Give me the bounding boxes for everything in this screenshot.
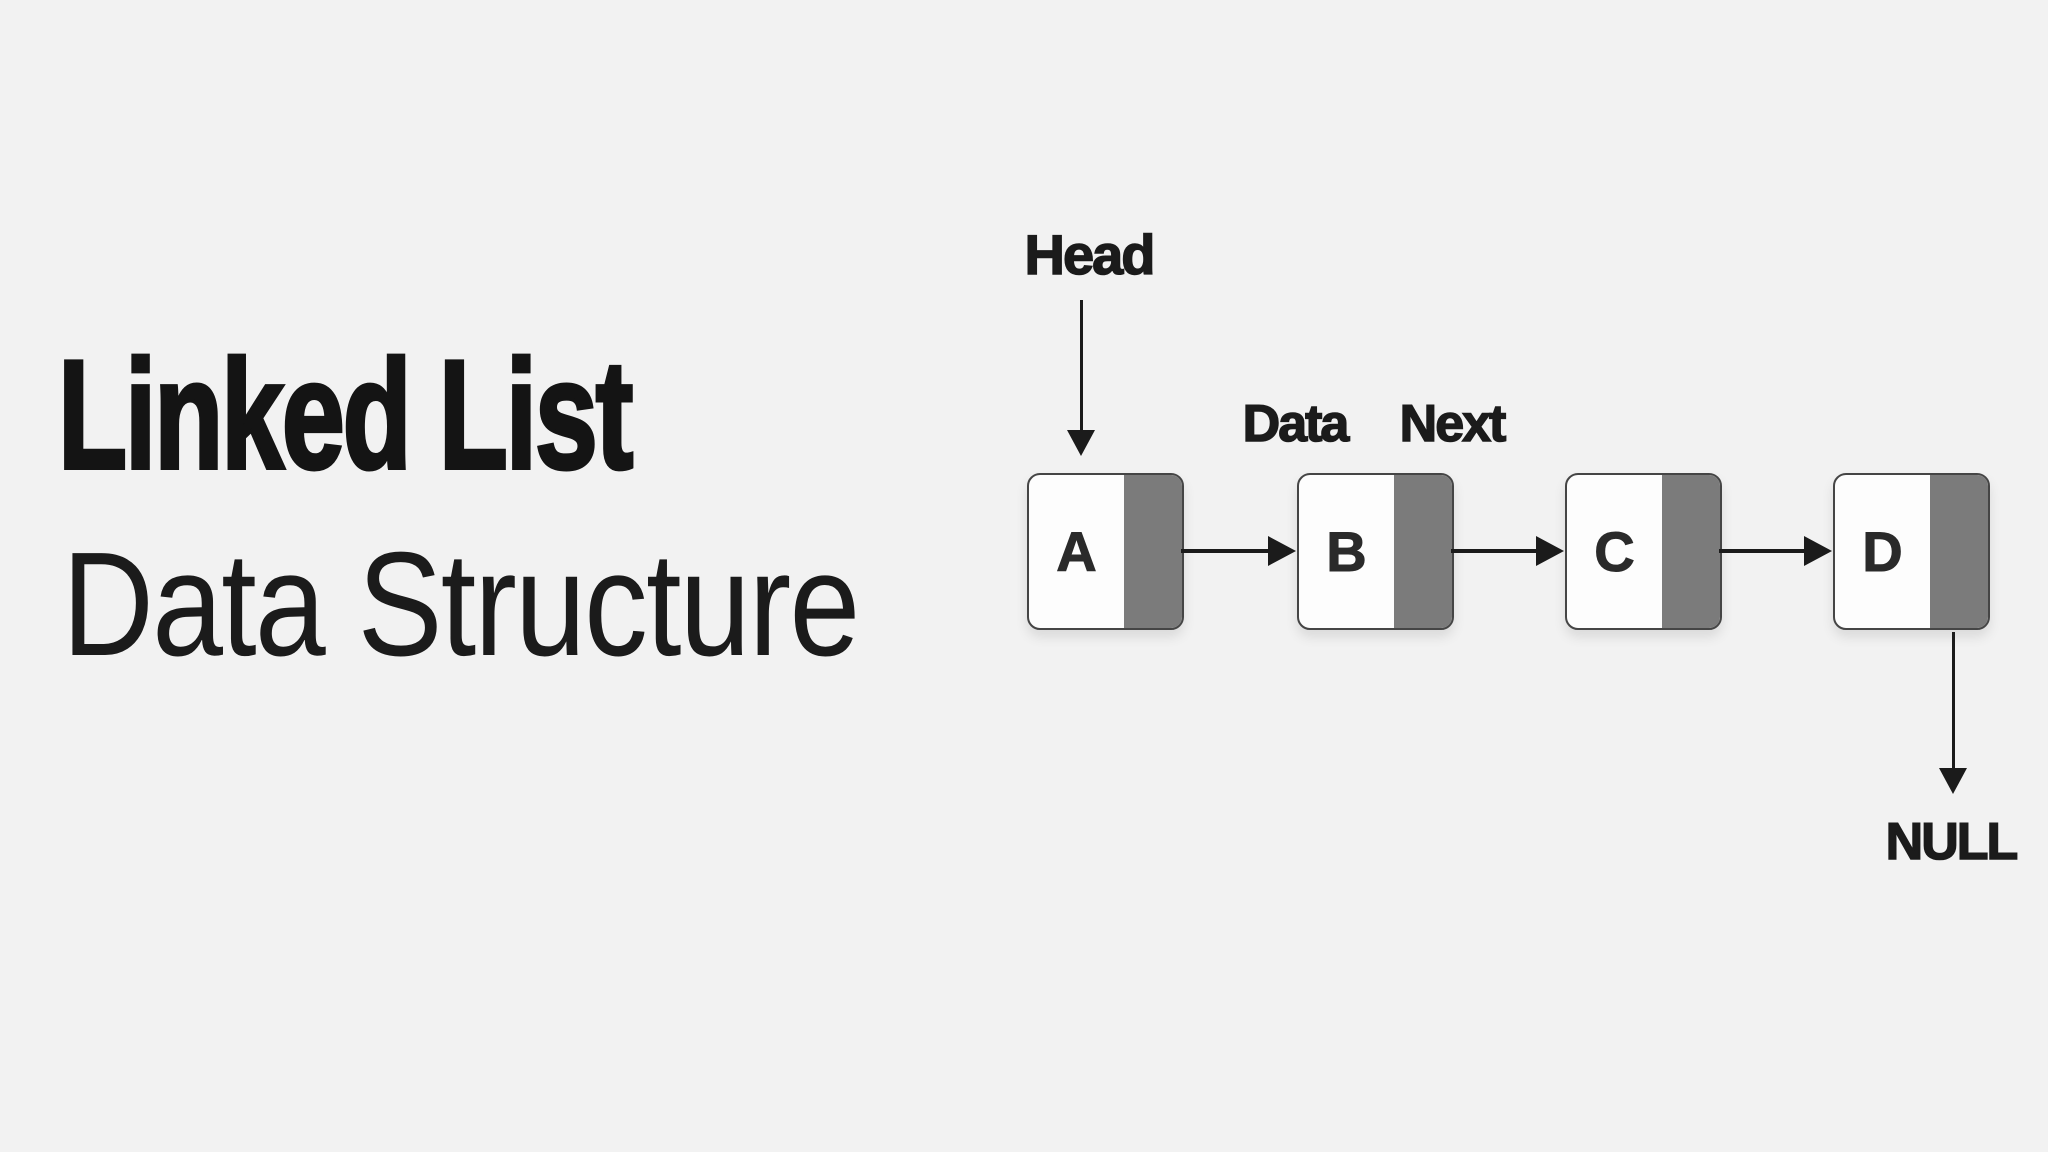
head-pointer-label: Head — [1024, 223, 1156, 286]
node-c-pointer-cell — [1662, 475, 1720, 628]
node-b-data-cell: B — [1299, 475, 1394, 628]
node-d-value: D — [1862, 520, 1903, 584]
node-a-data-cell: A — [1029, 475, 1124, 628]
arrow-d-to-null-line — [1952, 632, 1955, 770]
next-field-label: Next — [1399, 395, 1507, 454]
arrow-c-to-d-arrowhead-icon — [1804, 536, 1832, 566]
arrow-d-to-null-arrowhead-icon — [1939, 768, 1967, 794]
node-b-pointer-cell — [1394, 475, 1452, 628]
null-terminator-label: NULL — [1885, 813, 2019, 872]
arrow-a-to-b-arrowhead-icon — [1268, 536, 1296, 566]
node-c-value: C — [1594, 520, 1635, 584]
arrow-b-to-c-line — [1451, 549, 1541, 553]
arrow-a-to-b-line — [1181, 549, 1273, 553]
node-d-pointer-cell — [1930, 475, 1988, 628]
node-a-pointer-cell — [1124, 475, 1182, 628]
list-node-d: D — [1833, 473, 1990, 630]
node-c-data-cell: C — [1567, 475, 1662, 628]
node-a-value: A — [1056, 520, 1097, 584]
node-d-data-cell: D — [1835, 475, 1930, 628]
page-title-line2: Data Structure — [62, 522, 860, 687]
page-title-line1: Linked List — [57, 328, 635, 501]
list-node-b: B — [1297, 473, 1454, 630]
head-arrowhead-icon — [1067, 430, 1095, 456]
node-b-value: B — [1326, 520, 1367, 584]
arrow-b-to-c-arrowhead-icon — [1536, 536, 1564, 566]
head-arrow-line — [1080, 300, 1083, 432]
arrow-c-to-d-line — [1719, 549, 1809, 553]
list-node-a: A — [1027, 473, 1184, 630]
list-node-c: C — [1565, 473, 1722, 630]
data-field-label: Data — [1242, 395, 1350, 454]
